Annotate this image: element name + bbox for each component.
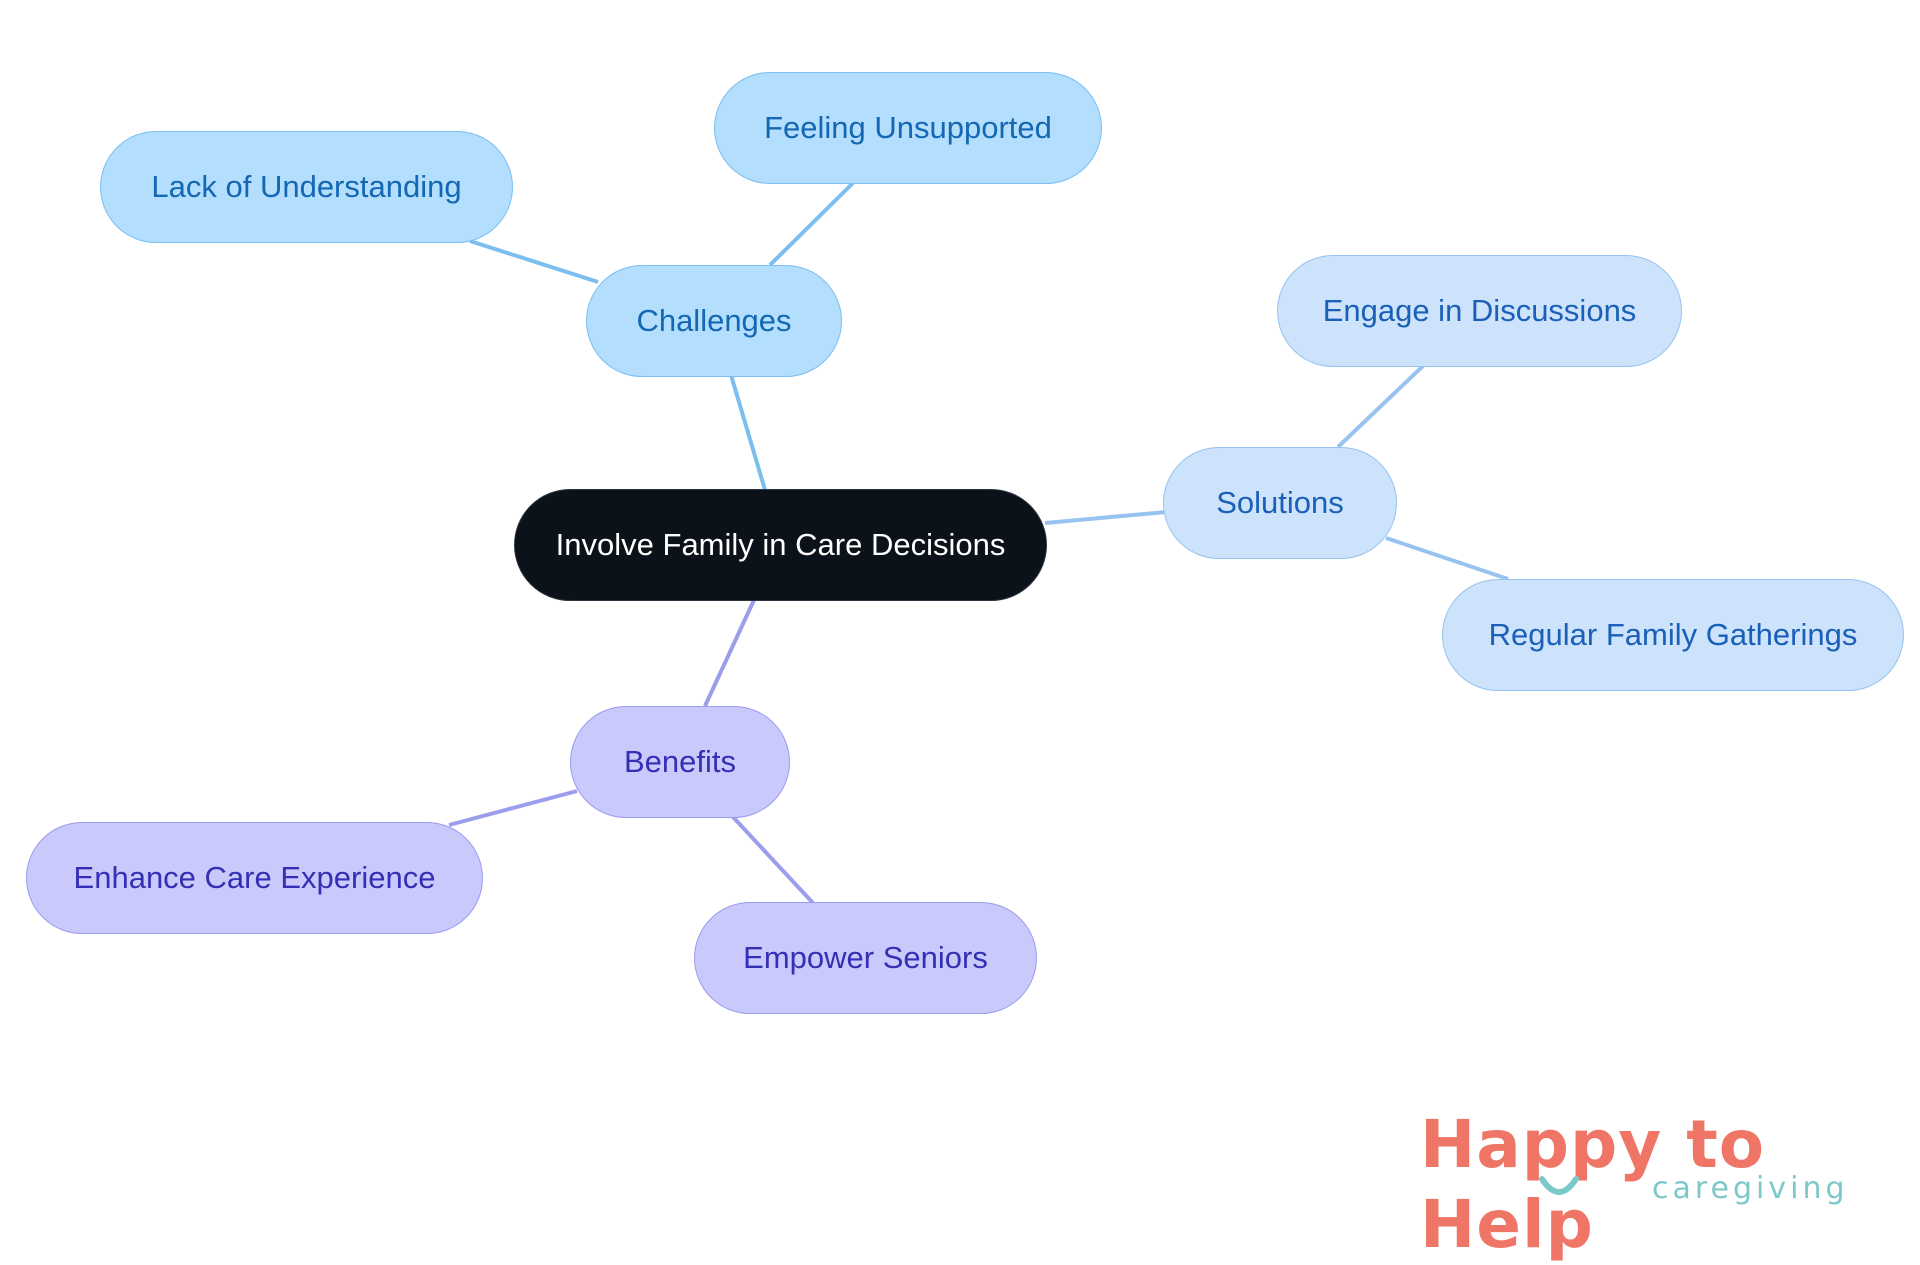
- leaf-node-feeling-unsupported: Feeling Unsupported: [714, 72, 1102, 184]
- leaf-label-lack-of-understanding: Lack of Understanding: [151, 169, 462, 204]
- central-topic-node: Involve Family in Care Decisions: [514, 489, 1047, 601]
- mind-map: Involve Family in Care Decisions Challen…: [26, 72, 1904, 1014]
- leaf-label-engage-in-discussions: Engage in Discussions: [1322, 293, 1637, 328]
- leaf-node-enhance-care-experience: Enhance Care Experience: [26, 822, 483, 934]
- leaf-node-lack-of-understanding: Lack of Understanding: [100, 131, 513, 243]
- happy-to-help-logo: Happy to Help caregiving: [1420, 1105, 1890, 1263]
- branch-node-benefits: Benefits: [570, 706, 790, 818]
- branch-node-solutions: Solutions: [1163, 447, 1397, 559]
- leaf-node-engage-in-discussions: Engage in Discussions: [1277, 255, 1682, 367]
- branch-label-challenges: Challenges: [636, 303, 792, 338]
- leaf-node-regular-family-gatherings: Regular Family Gatherings: [1442, 579, 1904, 691]
- branch-label-solutions: Solutions: [1216, 485, 1344, 520]
- smile-icon: [1539, 1176, 1579, 1195]
- leaf-label-empower-seniors: Empower Seniors: [743, 940, 988, 975]
- edge-solutions-engage-in-discussions: [1336, 364, 1425, 449]
- logo-subtext: caregiving: [1652, 1171, 1849, 1206]
- branch-label-benefits: Benefits: [623, 744, 736, 779]
- edge-central-benefits: [703, 599, 756, 707]
- edge-central-challenges: [729, 374, 767, 491]
- edge-benefits-enhance-care-experience: [448, 789, 578, 827]
- connector-lines: [448, 181, 1509, 905]
- edge-solutions-regular-family-gatherings: [1385, 536, 1509, 581]
- edge-challenges-feeling-unsupported: [768, 181, 855, 267]
- leaf-label-enhance-care-experience: Enhance Care Experience: [73, 860, 436, 895]
- leaf-node-empower-seniors: Empower Seniors: [694, 902, 1037, 1014]
- central-topic-label: Involve Family in Care Decisions: [555, 527, 1006, 562]
- leaf-label-regular-family-gatherings: Regular Family Gatherings: [1488, 617, 1858, 652]
- leaf-label-feeling-unsupported: Feeling Unsupported: [764, 110, 1052, 145]
- edge-challenges-lack-of-understanding: [469, 239, 599, 284]
- edge-benefits-empower-seniors: [731, 815, 815, 905]
- branch-node-challenges: Challenges: [586, 265, 842, 377]
- edge-central-solutions: [1044, 510, 1167, 525]
